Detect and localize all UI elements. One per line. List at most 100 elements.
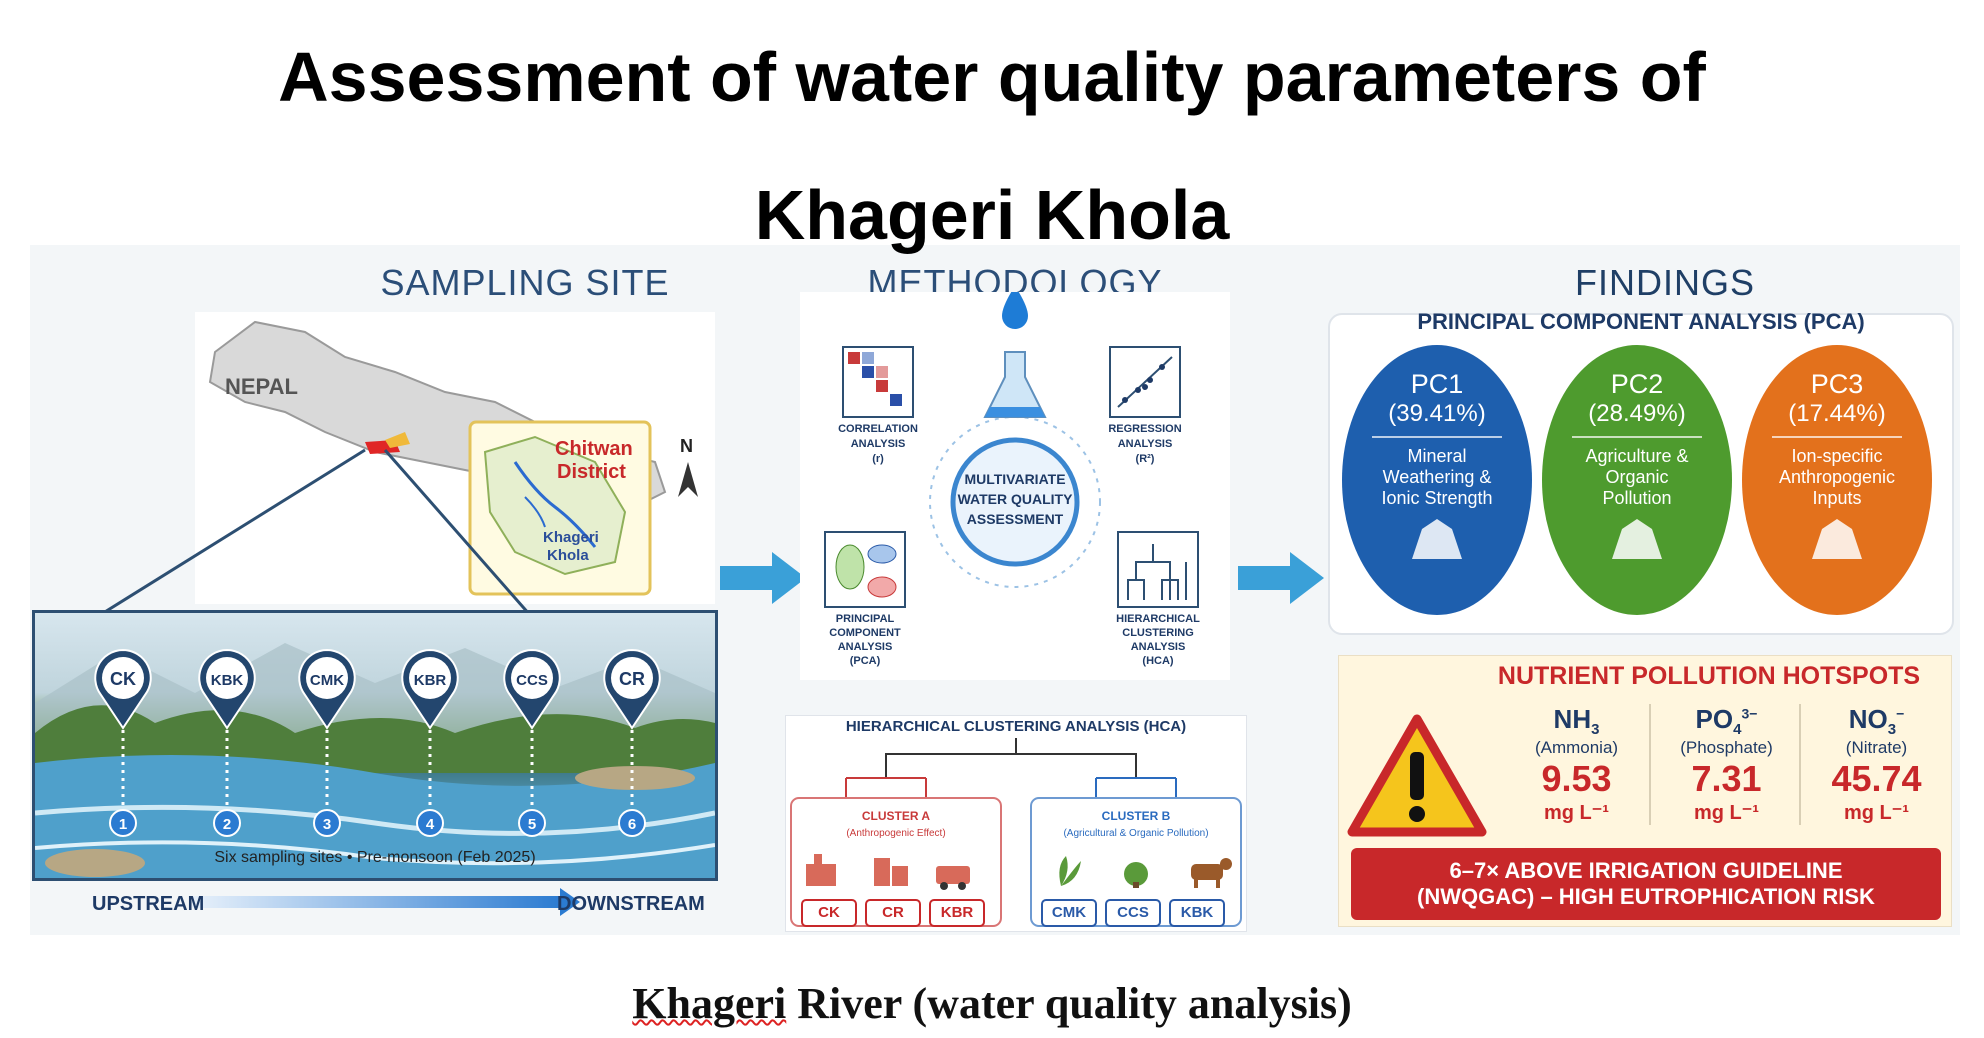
khageri-river-line bbox=[513, 461, 597, 548]
site-code: CR bbox=[619, 669, 645, 689]
cluster-site-tag: KBR bbox=[929, 899, 985, 927]
pc-percent: (28.49%) bbox=[1588, 400, 1686, 427]
pc-desc-3: Inputs bbox=[1812, 488, 1862, 508]
figure-caption: Khageri River (water quality analysis) bbox=[0, 978, 1984, 1029]
center-hub bbox=[950, 437, 1080, 567]
site-number: 1 bbox=[119, 816, 127, 833]
center-label-1: MULTIVARIATE bbox=[964, 471, 1065, 487]
site-code: CMK bbox=[310, 672, 344, 689]
flow-arrow: UPSTREAM DOWNSTREAM bbox=[92, 888, 705, 916]
nepal-map-panel: NEPAL Chitwan District Khageri Khola bbox=[195, 312, 715, 604]
sampling-site-pin: KBK 2 bbox=[197, 648, 257, 853]
river-label-2: Khola bbox=[547, 547, 589, 564]
warning-line-2: (NWQGAC) – HIGH EUTROPHICATION RISK bbox=[1417, 884, 1875, 909]
page-title-line2: Khageri Khola bbox=[754, 176, 1230, 254]
findings-heading: FINDINGS bbox=[1574, 262, 1755, 303]
site-code: KBR bbox=[414, 672, 447, 689]
pc-name: PC2 bbox=[1610, 369, 1664, 399]
hca-label-3: ANALYSIS bbox=[1131, 641, 1186, 653]
cluster-site-tag: CR bbox=[865, 899, 921, 927]
center-label-2: WATER QUALITY bbox=[958, 491, 1074, 507]
pc-desc-1: Ion-specific bbox=[1791, 446, 1883, 466]
site-number: 4 bbox=[426, 816, 435, 833]
river-label-1: Khageri bbox=[543, 529, 599, 546]
shrub-icon bbox=[1124, 862, 1148, 888]
regression-label-2: ANALYSIS bbox=[1118, 438, 1173, 450]
hotspot-title: NUTRIENT POLLUTION HOTSPOTS bbox=[1497, 662, 1921, 690]
cluster-a-desc: (Anthropogenic Effect) bbox=[846, 828, 945, 839]
truck-icon bbox=[936, 866, 970, 890]
site-code: KBK bbox=[211, 672, 244, 689]
nutrient-unit: mg L⁻¹ bbox=[1844, 802, 1909, 825]
hca-title: HIERARCHICAL CLUSTERING ANALYSIS (HCA) bbox=[846, 718, 1186, 735]
pc-icon bbox=[1812, 519, 1862, 559]
location-pin-icon: KBK 2 bbox=[198, 648, 256, 837]
nutrient-value: 9.53 bbox=[1541, 758, 1612, 800]
correlation-label-3: (r) bbox=[872, 453, 884, 465]
pc-name: PC1 bbox=[1410, 369, 1464, 399]
pca-panel: PRINCIPAL COMPONENT ANALYSIS (PCA) PC1(3… bbox=[1328, 309, 1954, 635]
nutrient-unit: mg L⁻¹ bbox=[1694, 802, 1759, 825]
cow-icon bbox=[1191, 858, 1232, 888]
district-label-1: Chitwan bbox=[555, 438, 633, 460]
site-code: CK bbox=[110, 669, 136, 689]
nepal-map: NEPAL Chitwan District Khageri Khola bbox=[208, 320, 667, 596]
arrow-to-methodology-icon bbox=[720, 552, 806, 604]
flow-direction-bar: UPSTREAM DOWNSTREAM bbox=[32, 880, 712, 924]
methodology-panel: MULTIVARIATE WATER QUALITY ASSESSMENT CO… bbox=[800, 286, 1230, 680]
pca-label-4: (PCA) bbox=[850, 655, 881, 667]
cluster-b-desc: (Agricultural & Organic Pollution) bbox=[1063, 828, 1208, 839]
regression-label-1: REGRESSION bbox=[1108, 423, 1181, 435]
sampling-caption: Six sampling sites • Pre-monsoon (Feb 20… bbox=[214, 849, 536, 866]
downstream-label: DOWNSTREAM bbox=[557, 893, 705, 915]
sampling-site-pin: KBR 4 bbox=[400, 648, 460, 853]
location-pin-icon: KBR 4 bbox=[401, 648, 459, 837]
location-pin-icon: CK 1 bbox=[94, 648, 152, 837]
sampling-site-pin: CK 1 bbox=[93, 648, 153, 853]
plant-icon bbox=[1059, 856, 1081, 886]
dendrogram-icon bbox=[1117, 531, 1199, 608]
pc-desc-1: Agriculture & bbox=[1585, 446, 1689, 466]
pc-desc-2: Weathering & bbox=[1382, 467, 1492, 487]
hca-diagram: HIERARCHICAL CLUSTERING ANALYSIS (HCA) C… bbox=[790, 718, 1242, 927]
site-number: 2 bbox=[223, 816, 231, 833]
nutrient-value: 45.74 bbox=[1831, 758, 1922, 800]
site-number: 3 bbox=[323, 816, 331, 833]
pca-label-3: ANALYSIS bbox=[838, 641, 893, 653]
nutrient-formula: NO3− bbox=[1848, 704, 1905, 739]
river-scene bbox=[35, 643, 715, 878]
hca-label-4: (HCA) bbox=[1142, 655, 1173, 667]
pc-name: PC3 bbox=[1810, 369, 1864, 399]
warning-banner: 6–7× ABOVE IRRIGATION GUIDELINE (NWQGAC)… bbox=[1351, 848, 1941, 920]
caption-rest: River (water quality analysis) bbox=[786, 979, 1352, 1028]
cluster-site-tag: CK bbox=[801, 899, 857, 927]
page-title-line1: Assessment of water quality parameters o… bbox=[278, 38, 1706, 116]
cluster-site-tag: CMK bbox=[1041, 899, 1097, 927]
center-label-3: ASSESSMENT bbox=[967, 511, 1064, 527]
pca-label-2: COMPONENT bbox=[829, 627, 901, 639]
cluster-site-tag: KBK bbox=[1169, 899, 1225, 927]
hotspot-panel: NUTRIENT POLLUTION HOTSPOTS NH3(Ammonia)… bbox=[1338, 655, 1952, 927]
location-pin-icon: CR6 bbox=[603, 648, 661, 837]
cluster-site-tag: CCS bbox=[1105, 899, 1161, 927]
sampling-site-pin: CMK 3 bbox=[297, 648, 357, 853]
water-drop-icon bbox=[1002, 286, 1028, 329]
north-label: N bbox=[680, 436, 693, 456]
nutrient-formula: PO43− bbox=[1695, 704, 1758, 739]
caption-keyword: Khageri bbox=[632, 979, 787, 1028]
nutrient-name: (Phosphate) bbox=[1680, 738, 1773, 758]
nepal-label: NEPAL bbox=[225, 374, 298, 399]
regression-label-3: (R²) bbox=[1136, 453, 1155, 465]
tributary-line bbox=[524, 496, 546, 528]
pc-divider bbox=[1772, 436, 1902, 438]
arrow-to-findings-icon bbox=[1238, 552, 1324, 604]
pca-title: PRINCIPAL COMPONENT ANALYSIS (PCA) bbox=[1417, 309, 1865, 334]
nutrient-unit: mg L⁻¹ bbox=[1544, 802, 1609, 825]
correlation-label-2: ANALYSIS bbox=[851, 438, 906, 450]
